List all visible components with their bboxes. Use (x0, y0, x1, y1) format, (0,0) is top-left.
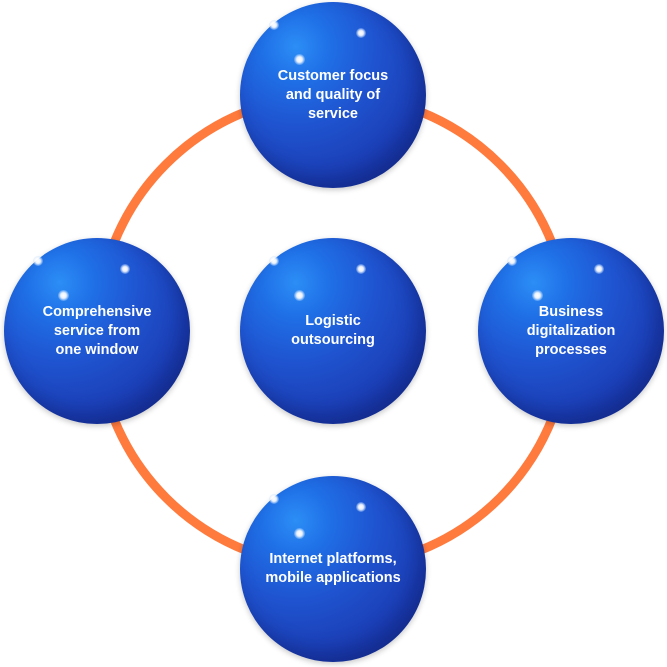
node-label: Comprehensive service from one window (42, 303, 152, 358)
highlight-sparkle (269, 494, 279, 504)
highlight-sparkle (594, 264, 604, 274)
highlight-sparkle (356, 264, 366, 274)
highlight-sparkle (294, 290, 305, 301)
highlight-sparkle (356, 502, 366, 512)
node-label: Business digitalization processes (526, 303, 616, 358)
highlight-sparkle (294, 54, 305, 65)
highlight-sparkle (294, 528, 305, 539)
highlight-sparkle (532, 290, 543, 301)
highlight-sparkle (269, 20, 279, 30)
node-customer-focus: Customer focus and quality of service (240, 2, 426, 188)
node-business-digitalization: Business digitalization processes (478, 238, 664, 424)
node-comprehensive-service: Comprehensive service from one window (4, 238, 190, 424)
highlight-sparkle (356, 28, 366, 38)
node-label: Internet platforms, mobile applications (265, 551, 401, 586)
node-internet-platforms: Internet platforms, mobile applications (240, 476, 426, 662)
node-label: Customer focus and quality of service (277, 67, 389, 122)
highlight-sparkle (58, 290, 69, 301)
highlight-sparkle (33, 256, 43, 266)
highlight-sparkle (120, 264, 130, 274)
highlight-sparkle (269, 256, 279, 266)
highlight-sparkle (507, 256, 517, 266)
node-label: Logistic outsourcing (291, 313, 375, 348)
node-logistic-outsourcing: Logistic outsourcing (240, 238, 426, 424)
